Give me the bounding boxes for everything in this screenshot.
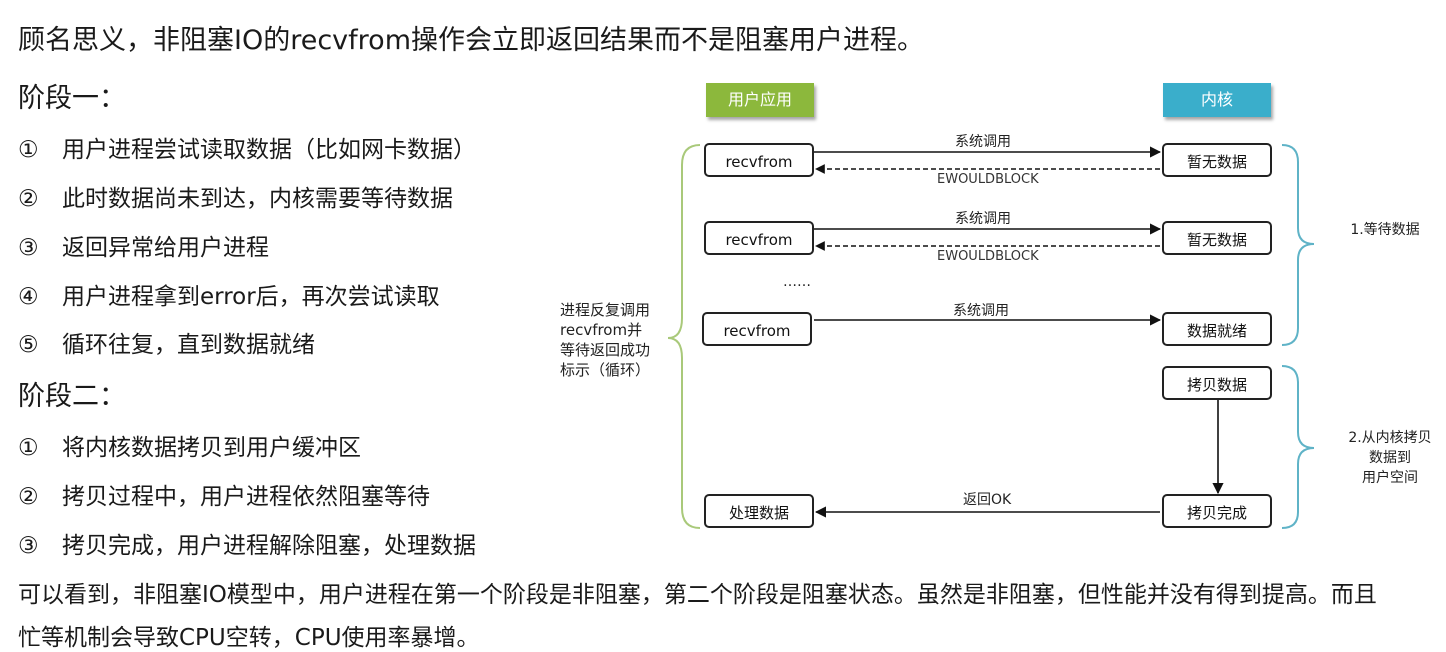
- user-app-header: 用户应用: [706, 83, 814, 117]
- right-note-1: 1.等待数据: [1350, 222, 1420, 238]
- syscall-label-1: 系统调用: [955, 134, 1011, 150]
- left-note: 进程反复调用 recvfrom并 等待返回成功 标示（循环）: [560, 300, 650, 380]
- process-data-box: 处理数据: [704, 494, 814, 528]
- item-number: ①: [18, 137, 39, 163]
- left-brace: [667, 144, 701, 529]
- recvfrom-box-3: recvfrom: [702, 312, 812, 346]
- item-number: ②: [18, 186, 39, 212]
- copy-data-box: 拷贝数据: [1162, 366, 1272, 400]
- syscall-label-3: 系统调用: [953, 303, 1009, 319]
- stage2-item-3: ③ 拷贝完成，用户进程解除阻塞，处理数据: [18, 526, 476, 560]
- stage1-item-5: ⑤ 循环往复，直到数据就绪: [18, 325, 315, 359]
- item-text: 拷贝过程中，用户进程依然阻塞等待: [62, 484, 430, 510]
- item-text: 返回异常给用户进程: [62, 235, 269, 261]
- right-brace-1: [1281, 144, 1315, 346]
- intro-text: 顾名思义，非阻塞IO的recvfrom操作会立即返回结果而不是阻塞用户进程。: [18, 25, 924, 56]
- item-text: 将内核数据拷贝到用户缓冲区: [62, 435, 361, 461]
- stage1-item-4: ④ 用户进程拿到error后，再次尝试读取: [18, 277, 440, 311]
- conclusion-line-1: 可以看到，非阻塞IO模型中，用户进程在第一个阶段是非阻塞，第二个阶段是阻塞状态。…: [18, 582, 1377, 608]
- item-text: 此时数据尚未到达，内核需要等待数据: [62, 186, 453, 212]
- left-note-line-1: 进程反复调用: [560, 301, 651, 319]
- dots-label: ……: [783, 274, 811, 290]
- left-note-line-2: recvfrom并: [560, 321, 643, 339]
- item-number: ②: [18, 484, 39, 510]
- ewouldblock-label-1: EWOULDBLOCK: [937, 172, 1039, 187]
- stage1-item-3: ③ 返回异常给用户进程: [18, 228, 269, 262]
- right-note-2-line-3: 用户空间: [1362, 470, 1418, 486]
- ewouldblock-label-2: EWOULDBLOCK: [937, 249, 1039, 264]
- syscall-label-2: 系统调用: [955, 211, 1011, 227]
- no-data-box-2: 暂无数据: [1162, 221, 1272, 255]
- left-note-line-4: 标示（循环）: [560, 361, 651, 379]
- no-data-box-1: 暂无数据: [1162, 143, 1272, 177]
- recvfrom-box-1: recvfrom: [704, 143, 814, 177]
- kernel-header: 内核: [1163, 83, 1271, 117]
- item-number: ①: [18, 435, 39, 461]
- conclusion-line-2: 忙等机制会导致CPU空转，CPU使用率暴增。: [18, 625, 480, 651]
- return-ok-label: 返回OK: [963, 492, 1012, 508]
- item-text: 循环往复，直到数据就绪: [62, 332, 315, 358]
- item-number: ③: [18, 235, 39, 261]
- right-note-2-line-1: 2.从内核拷贝: [1348, 430, 1432, 446]
- right-note-2-line-2: 数据到: [1369, 450, 1411, 466]
- stage1-title: 阶段一：: [18, 83, 126, 114]
- stage2-item-1: ① 将内核数据拷贝到用户缓冲区: [18, 428, 361, 462]
- data-ready-box: 数据就绪: [1162, 312, 1272, 346]
- recvfrom-box-2: recvfrom: [704, 221, 814, 255]
- stage1-item-2: ② 此时数据尚未到达，内核需要等待数据: [18, 179, 453, 213]
- right-note-2: 2.从内核拷贝 数据到 用户空间: [1335, 428, 1445, 488]
- left-note-line-3: 等待返回成功: [560, 341, 651, 359]
- item-text: 用户进程尝试读取数据（比如网卡数据）: [62, 137, 476, 163]
- stage2-item-2: ② 拷贝过程中，用户进程依然阻塞等待: [18, 477, 430, 511]
- item-number: ⑤: [18, 332, 39, 358]
- stage1-item-1: ① 用户进程尝试读取数据（比如网卡数据）: [18, 130, 476, 164]
- stage2-title: 阶段二：: [18, 381, 126, 412]
- item-text: 拷贝完成，用户进程解除阻塞，处理数据: [62, 533, 476, 559]
- item-text: 用户进程拿到error后，再次尝试读取: [62, 284, 440, 310]
- copy-done-box: 拷贝完成: [1162, 494, 1272, 528]
- right-brace-2: [1281, 365, 1315, 529]
- item-number: ③: [18, 533, 39, 559]
- item-number: ④: [18, 284, 39, 310]
